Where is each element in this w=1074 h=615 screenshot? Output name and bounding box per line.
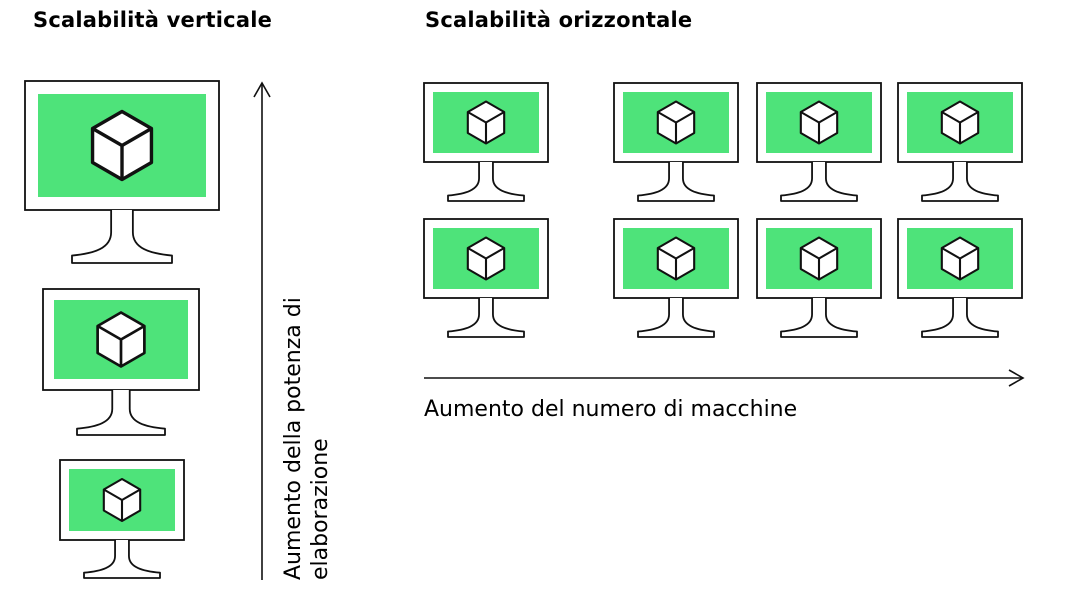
monitor-stand <box>780 298 858 338</box>
monitor-icon-r2c3 <box>756 218 882 338</box>
monitor-icon-large <box>24 80 220 264</box>
monitor-stand <box>71 210 173 264</box>
horizontal-axis-arrow <box>424 369 1025 387</box>
cube-icon <box>466 236 506 281</box>
monitor-icon-r2c1 <box>423 218 549 338</box>
monitor-stand <box>637 298 715 338</box>
vertical-axis-arrow <box>253 81 271 580</box>
horizontal-axis-label: Aumento del numero di macchine <box>424 397 798 422</box>
cube-icon <box>656 236 696 281</box>
monitor-icon-r1c3 <box>756 82 882 202</box>
cube-icon <box>940 100 980 145</box>
monitor-stand <box>780 162 858 202</box>
cube-icon <box>96 311 146 368</box>
cube-icon <box>799 100 839 145</box>
cube-icon <box>940 236 980 281</box>
monitor-icon-medium <box>42 288 200 436</box>
monitor-icon-r1c2 <box>613 82 739 202</box>
horizontal-scaling-title: Scalabilità orizzontale <box>425 8 693 32</box>
vertical-axis-label: Aumento della potenza di elaborazione <box>280 297 334 580</box>
monitor-icon-small <box>59 459 185 579</box>
monitor-icon-r1c1 <box>423 82 549 202</box>
monitor-stand <box>921 298 999 338</box>
cube-icon <box>102 477 142 523</box>
vertical-axis-label-line1: Aumento della potenza di <box>281 297 306 580</box>
monitor-stand <box>447 162 525 202</box>
monitor-stand <box>447 298 525 338</box>
vertical-axis-label-line2: elaborazione <box>308 438 333 580</box>
cube-icon <box>799 236 839 281</box>
cube-icon <box>656 100 696 145</box>
monitor-stand <box>76 390 166 436</box>
monitor-icon-r1c4 <box>897 82 1023 202</box>
cube-icon <box>90 109 154 182</box>
monitor-stand <box>637 162 715 202</box>
monitor-icon-r2c4 <box>897 218 1023 338</box>
monitor-stand <box>921 162 999 202</box>
monitor-icon-r2c2 <box>613 218 739 338</box>
monitor-stand <box>83 540 161 579</box>
cube-icon <box>466 100 506 145</box>
vertical-scaling-title: Scalabilità verticale <box>33 8 273 32</box>
